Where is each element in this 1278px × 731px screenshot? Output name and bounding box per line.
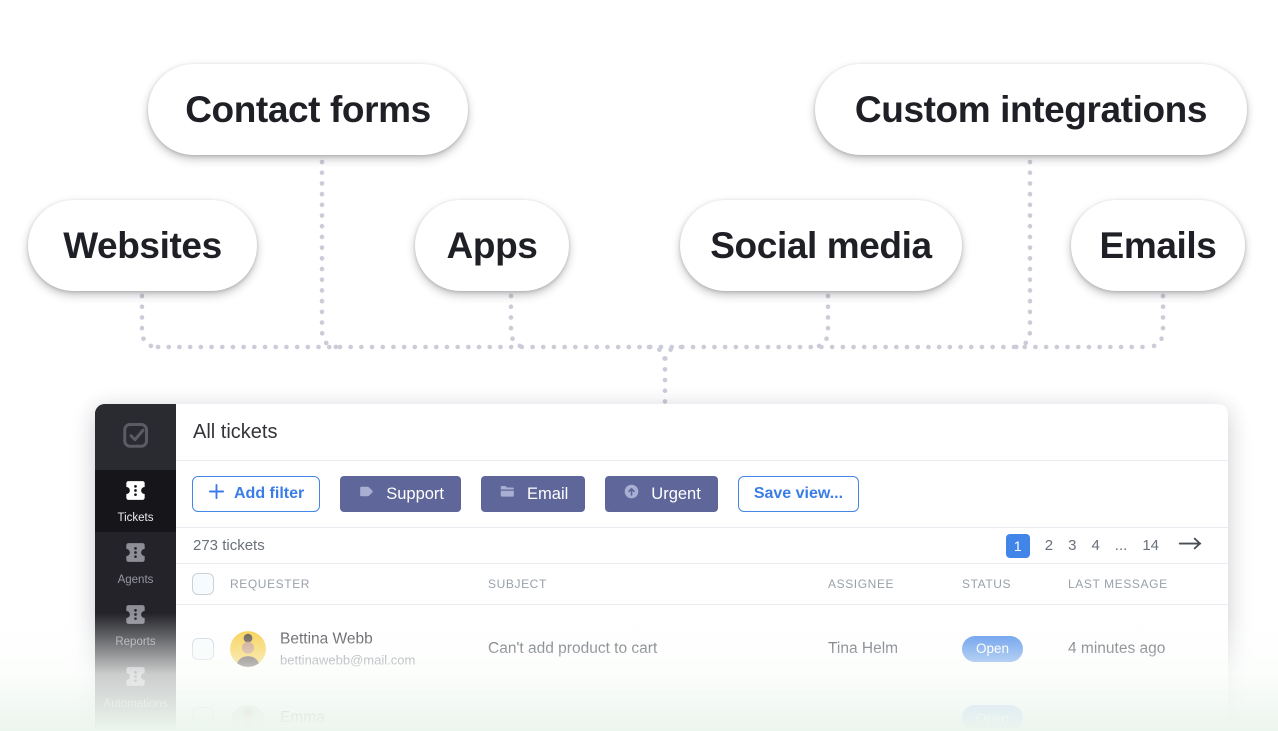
status-badge: Open (962, 635, 1024, 662)
page-ellipsis: ... (1114, 537, 1128, 554)
sidebar: Tickets Agents Reports Automations (95, 404, 176, 731)
filter-chip-email[interactable]: Email (481, 476, 586, 512)
count-bar: 273 tickets 1 2 3 4 ... 14 (176, 528, 1228, 564)
bubble-apps: Apps (415, 200, 569, 291)
table-header: REQUESTER SUBJECT ASSIGNEE STATUS LAST M… (176, 564, 1228, 605)
sidebar-item-label: Tickets (117, 512, 154, 524)
sidebar-item-label: Agents (117, 574, 154, 586)
pagination: 1 2 3 4 ... 14 (1005, 533, 1203, 558)
filter-bar: Add filter Support Email Urgent (176, 461, 1228, 528)
sidebar-item-label: Reports (115, 636, 156, 648)
column-header-status: STATUS (962, 577, 1012, 591)
tag-icon (357, 482, 376, 506)
sidebar-item-automations[interactable]: Automations (95, 656, 176, 718)
bubble-label: Emails (1099, 224, 1217, 266)
folder-icon (498, 482, 517, 506)
ticket-icon (123, 540, 148, 570)
page-button-4[interactable]: 4 (1091, 537, 1100, 554)
app-logo[interactable] (95, 404, 176, 470)
requester-name: Emma (280, 709, 325, 726)
bubble-label: Contact forms (185, 88, 431, 130)
page-title: All tickets (193, 420, 278, 443)
arrow-right-icon (1178, 536, 1203, 555)
sidebar-item-agents[interactable]: Agents (95, 532, 176, 594)
bubble-contact-forms: Contact forms (148, 64, 468, 155)
arrow-up-circle-icon (622, 482, 641, 506)
ticket-icon (123, 664, 148, 694)
table-row[interactable]: Bettina Webb bettinawebb@mail.com Can't … (176, 605, 1228, 693)
requester-cell: Bettina Webb bettinawebb@mail.com (280, 630, 415, 667)
bubble-label: Social media (710, 224, 932, 266)
page-button-2[interactable]: 2 (1044, 537, 1054, 554)
column-header-last-message: LAST MESSAGE (1068, 577, 1168, 591)
titlebar: All tickets (176, 404, 1228, 461)
filter-chip-support[interactable]: Support (340, 476, 462, 512)
sidebar-item-reports[interactable]: Reports (95, 594, 176, 656)
plus-icon (208, 483, 225, 505)
main-content: All tickets Add filter Support Email (176, 404, 1228, 731)
sidebar-item-tickets[interactable]: Tickets (95, 470, 176, 532)
tickets-dashboard-panel: Tickets Agents Reports Automations All t… (95, 404, 1228, 731)
bubble-label: Websites (63, 224, 222, 266)
ticket-icon (123, 478, 148, 508)
select-all-checkbox[interactable] (192, 573, 214, 595)
requester-cell: Emma (280, 709, 325, 731)
requester-email: bettinawebb@mail.com (280, 652, 416, 667)
add-filter-button[interactable]: Add filter (192, 476, 321, 512)
check-square-icon (121, 420, 151, 455)
ticket-count: 273 tickets (193, 537, 265, 554)
status-cell: Open (962, 705, 1024, 731)
filter-chip-label: Email (527, 484, 569, 503)
filter-chip-label: Urgent (651, 484, 701, 503)
save-view-label: Save view... (753, 485, 844, 502)
bubble-label: Custom integrations (854, 88, 1208, 130)
bubble-social-media: Social media (680, 200, 962, 291)
row-checkbox[interactable] (192, 637, 214, 660)
assignee-cell: Tina Helm (828, 639, 899, 657)
status-cell: Open (962, 635, 1024, 662)
bubble-label: Apps (446, 224, 538, 266)
requester-name: Bettina Webb (280, 630, 373, 647)
page-button-14[interactable]: 14 (1142, 537, 1159, 554)
add-filter-label: Add filter (234, 485, 305, 502)
ticket-icon (123, 602, 148, 632)
column-header-assignee: ASSIGNEE (828, 577, 895, 591)
bubble-custom-integrations: Custom integrations (815, 64, 1247, 155)
save-view-button[interactable]: Save view... (737, 476, 860, 512)
bubble-emails: Emails (1071, 200, 1245, 291)
column-header-requester: REQUESTER (230, 577, 311, 591)
sidebar-item-label: Automations (103, 698, 168, 710)
page-button-3[interactable]: 3 (1068, 537, 1077, 554)
table-row[interactable]: Emma Open (176, 693, 1228, 731)
column-header-subject: SUBJECT (488, 577, 547, 591)
page-button-1[interactable]: 1 (1005, 533, 1030, 558)
next-page-button[interactable] (1178, 536, 1203, 555)
last-message-cell: 4 minutes ago (1068, 639, 1166, 657)
row-checkbox[interactable] (192, 707, 214, 729)
filter-chip-urgent[interactable]: Urgent (605, 476, 718, 512)
bubble-websites: Websites (28, 200, 257, 291)
avatar (230, 630, 266, 667)
avatar (230, 705, 266, 731)
filter-chip-label: Support (386, 484, 445, 503)
subject-cell: Can't add product to cart (488, 639, 658, 657)
status-badge: Open (962, 705, 1024, 731)
